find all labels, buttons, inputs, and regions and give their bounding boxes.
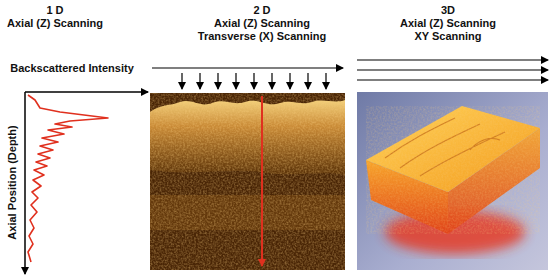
oct-b-scan [150,93,345,270]
oct-volume [357,92,548,270]
image-ground [150,93,345,270]
axial-arrow [271,73,272,89]
a-scan-profile [28,95,108,262]
transverse-arrow [152,67,343,68]
panel-heading: Axial (Z) Scanning [7,17,103,30]
speckle-texture [150,93,345,270]
scan-arrow [357,69,548,70]
axial-arrow [289,73,290,89]
axial-arrow [181,73,182,89]
axis-label: Backscattered Intensity [10,62,134,75]
axial-arrow [235,73,236,89]
panel-heading: XY Scanning [414,30,481,43]
scan-arrow [357,59,548,60]
depth-axis [24,92,26,274]
axial-arrow [307,73,308,89]
panel-heading: 2 D [253,4,270,17]
axial-arrow [325,73,326,89]
volume-texture [366,106,540,234]
axial-arrow [253,73,254,89]
panel-heading: Axial (Z) Scanning [400,17,496,30]
axial-arrow [199,73,200,89]
panel-heading: 1 D [46,4,63,17]
volume-ground [357,92,548,270]
axis-label: Axial Position (Depth) [6,125,19,239]
a-line-marker [261,96,263,266]
scan-arrow [357,79,548,80]
panel-heading: Transverse (X) Scanning [198,30,326,43]
panel-heading: Axial (Z) Scanning [214,17,310,30]
axial-arrows [182,73,326,89]
intensity-axis [25,91,148,93]
panel-heading: 3D [441,4,455,17]
axial-arrow [217,73,218,89]
